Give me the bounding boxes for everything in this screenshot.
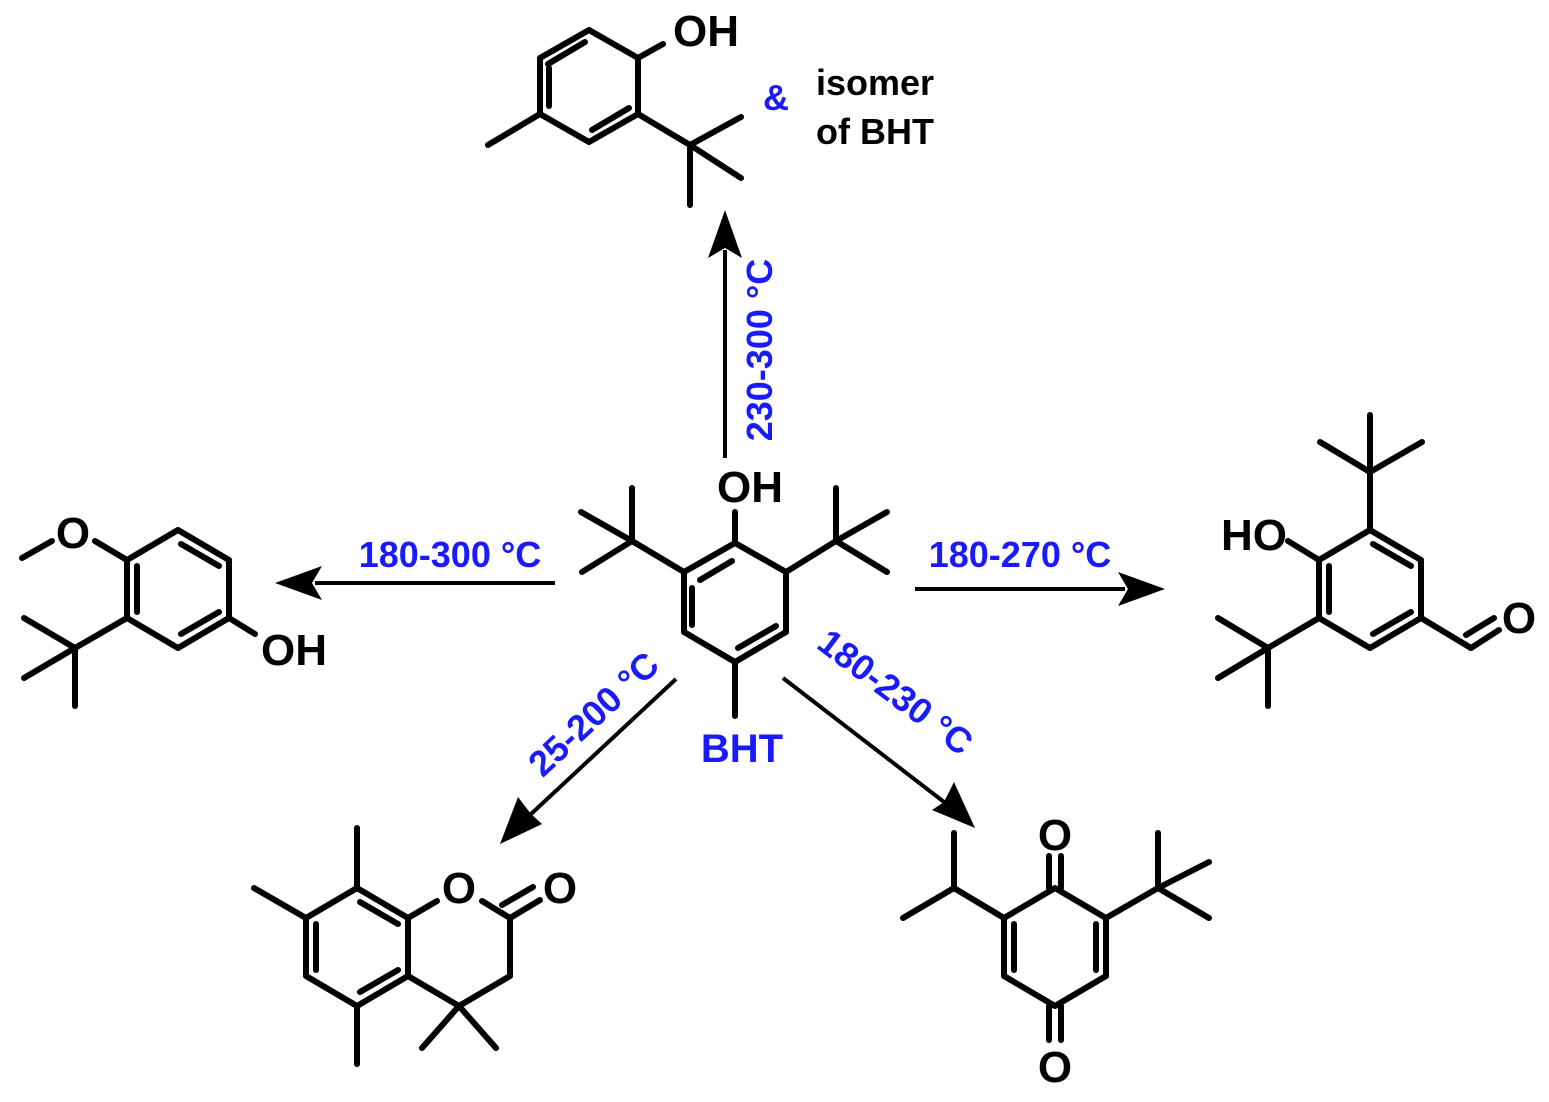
product-top-oh-label: OH bbox=[673, 7, 739, 56]
product-right-structure: HO O bbox=[1215, 412, 1536, 709]
product-top-note-line2: of BHT bbox=[816, 111, 934, 152]
condition-down-right: 180-230 °C bbox=[810, 621, 980, 764]
condition-down-left: 25-200 °C bbox=[520, 643, 667, 784]
product-left-o-label: O bbox=[56, 509, 90, 558]
product-left-structure: O OH bbox=[19, 509, 327, 709]
arrow-down-right bbox=[781, 676, 975, 828]
arrow-left bbox=[275, 566, 555, 600]
product-bottom-left-carbonyl-o-label: O bbox=[543, 864, 577, 913]
product-top-structure: OH & isomer of BHT bbox=[485, 7, 934, 208]
product-top-note-line1: isomer bbox=[816, 62, 934, 103]
arrow-right bbox=[915, 572, 1165, 606]
product-right-o-label: O bbox=[1502, 594, 1536, 643]
condition-right: 180-270 °C bbox=[929, 534, 1112, 575]
product-left-oh-label: OH bbox=[261, 626, 327, 675]
product-bottom-right-structure: O O bbox=[900, 811, 1212, 1092]
product-right-ho-label: HO bbox=[1221, 511, 1287, 560]
bht-name-label: BHT bbox=[701, 727, 783, 771]
product-bottom-right-bottom-o-label: O bbox=[1038, 1043, 1072, 1092]
product-bottom-left-structure: O O bbox=[251, 825, 577, 1067]
condition-up: 230-300 °C bbox=[739, 259, 780, 442]
reaction-arrows bbox=[275, 210, 1165, 844]
product-top-ampersand: & bbox=[763, 77, 789, 118]
bht-structure: OH BHT bbox=[578, 463, 890, 771]
product-bottom-left-ring-o-label: O bbox=[442, 864, 476, 913]
product-bottom-right-top-o-label: O bbox=[1038, 811, 1072, 860]
condition-left: 180-300 °C bbox=[359, 534, 542, 575]
bht-oh-label: OH bbox=[717, 463, 783, 512]
arrow-down-left bbox=[500, 677, 678, 844]
arrow-up bbox=[708, 210, 742, 458]
